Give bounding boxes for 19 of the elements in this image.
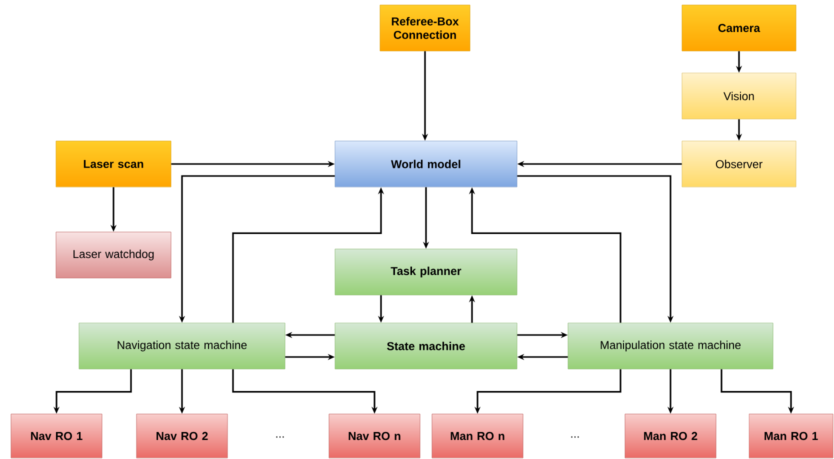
- process-box: Observer: [682, 140, 796, 188]
- output-box: Nav RO 2: [136, 414, 228, 458]
- process-box: Vision: [682, 72, 796, 120]
- input-box: Laser scan: [56, 140, 172, 188]
- model-box: World model: [334, 140, 518, 188]
- ellipsis-text: ...: [276, 436, 284, 438]
- output-box: Man RO 2: [624, 414, 716, 458]
- output-box: Nav RO 1: [10, 414, 102, 458]
- process-box: Manipulation state machine: [568, 322, 774, 370]
- output-box: Man RO 1: [748, 414, 834, 458]
- output-box: Nav RO n: [328, 414, 420, 458]
- process-box: State machine: [334, 322, 518, 370]
- input-box: Referee-Box Connection: [380, 4, 470, 52]
- process-box: Laser watchdog: [56, 232, 172, 278]
- process-box: Navigation state machine: [78, 322, 286, 370]
- process-box: Task planner: [334, 248, 518, 296]
- input-box: Camera: [682, 4, 796, 52]
- ellipsis-text: ...: [571, 436, 579, 438]
- output-box: Man RO n: [432, 414, 524, 458]
